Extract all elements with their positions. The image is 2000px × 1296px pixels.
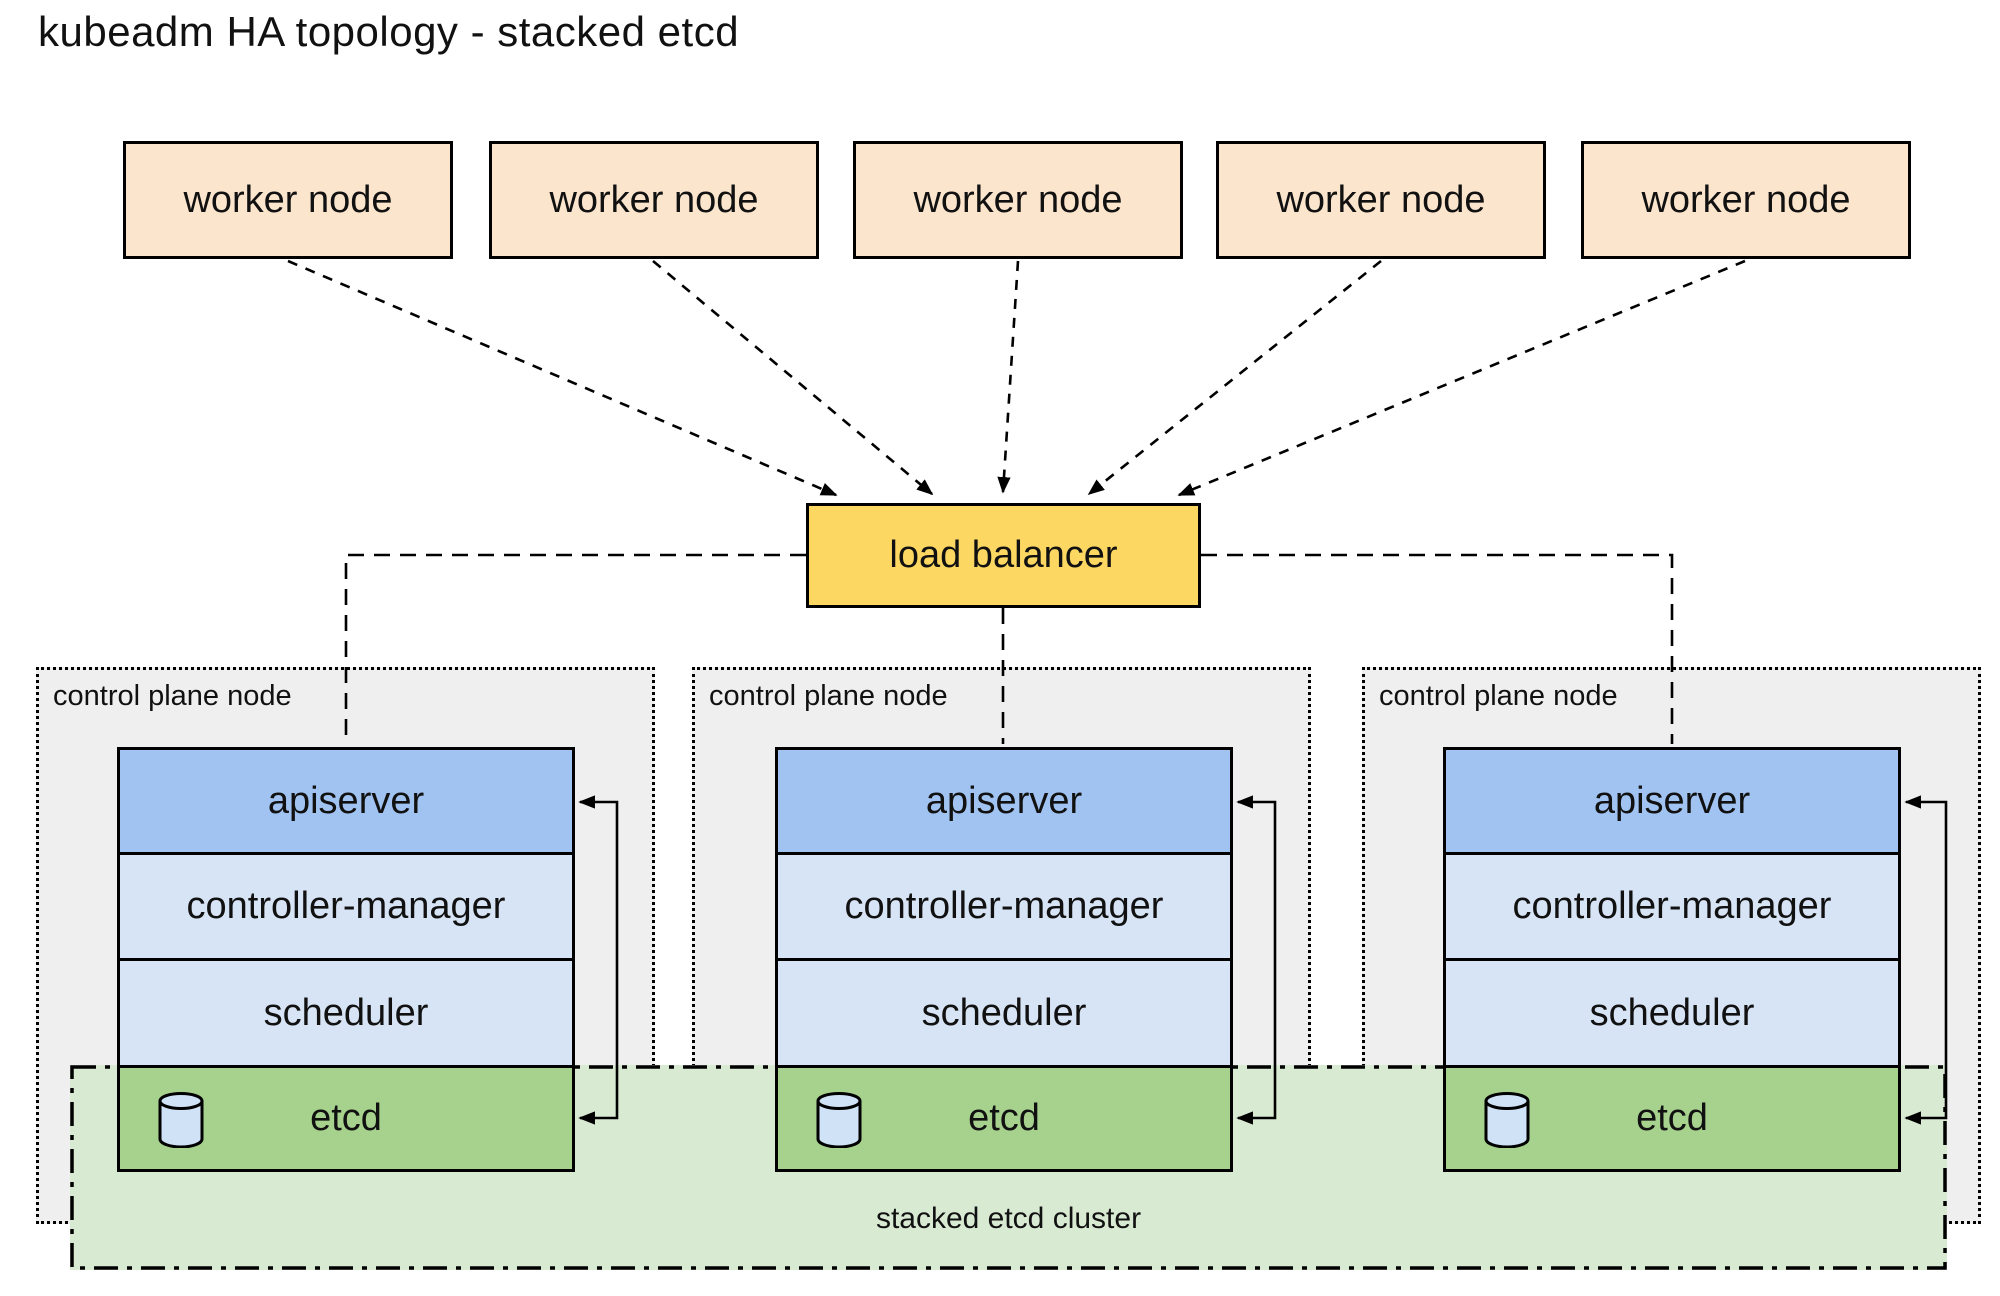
worker-node-box: worker node: [123, 141, 453, 259]
component-row-etcd: etcd: [120, 1065, 572, 1169]
worker-node-label: worker node: [1641, 178, 1851, 221]
component-row-scheduler: scheduler: [778, 958, 1230, 1065]
control-plane-node-label: control plane node: [53, 680, 292, 712]
edge-worker5-to-lb: [1177, 259, 1746, 497]
edge-worker4-to-lb: [1087, 259, 1382, 496]
component-label: apiserver: [267, 779, 425, 822]
database-cylinder-icon: [816, 1092, 862, 1148]
worker-node-box: worker node: [1216, 141, 1546, 259]
component-row-controller-manager: controller-manager: [778, 852, 1230, 958]
worker-node-label: worker node: [1276, 178, 1486, 221]
control-plane-stack: apiserver controller-manager scheduler e…: [775, 747, 1233, 1172]
component-label: controller-manager: [844, 885, 1164, 927]
component-label: etcd: [310, 1097, 382, 1139]
load-balancer-box: load balancer: [806, 503, 1201, 608]
control-plane-stack: apiserver controller-manager scheduler e…: [1443, 747, 1901, 1172]
component-row-apiserver: apiserver: [778, 750, 1230, 852]
database-cylinder-icon: [158, 1092, 204, 1148]
component-label: scheduler: [263, 991, 429, 1034]
load-balancer-label: load balancer: [889, 534, 1118, 576]
component-row-scheduler: scheduler: [1446, 958, 1898, 1065]
component-label: apiserver: [925, 779, 1083, 822]
component-label: apiserver: [1593, 779, 1751, 822]
worker-node-label: worker node: [913, 178, 1123, 221]
component-label: scheduler: [921, 991, 1087, 1034]
edge-worker2-to-lb: [652, 260, 934, 496]
component-label: scheduler: [1589, 991, 1755, 1034]
control-plane-node-label: control plane node: [1379, 680, 1618, 712]
component-row-apiserver: apiserver: [1446, 750, 1898, 852]
component-label: controller-manager: [1512, 885, 1832, 927]
component-row-apiserver: apiserver: [120, 750, 572, 852]
worker-node-box: worker node: [853, 141, 1183, 259]
component-row-controller-manager: controller-manager: [120, 852, 572, 958]
worker-node-label: worker node: [549, 178, 759, 221]
control-plane-node-label: control plane node: [709, 680, 948, 712]
control-plane-stack: apiserver controller-manager scheduler e…: [117, 747, 575, 1172]
component-label: etcd: [968, 1097, 1040, 1139]
edge-worker1-to-lb: [287, 259, 838, 497]
component-row-controller-manager: controller-manager: [1446, 852, 1898, 958]
stacked-etcd-cluster-label: stacked etcd cluster: [875, 1202, 1142, 1235]
component-row-scheduler: scheduler: [120, 958, 572, 1065]
component-label: etcd: [1636, 1097, 1708, 1139]
worker-node-label: worker node: [183, 178, 393, 221]
component-row-etcd: etcd: [778, 1065, 1230, 1169]
diagram-title: kubeadm HA topology - stacked etcd: [38, 8, 740, 55]
band-dash-dot-border: [70, 1065, 1947, 1270]
database-cylinder-icon: [1484, 1092, 1530, 1148]
worker-node-box: worker node: [489, 141, 819, 259]
edge-worker3-to-lb: [997, 260, 1020, 494]
component-label: controller-manager: [186, 885, 506, 927]
component-row-etcd: etcd: [1446, 1065, 1898, 1169]
worker-node-box: worker node: [1581, 141, 1911, 259]
